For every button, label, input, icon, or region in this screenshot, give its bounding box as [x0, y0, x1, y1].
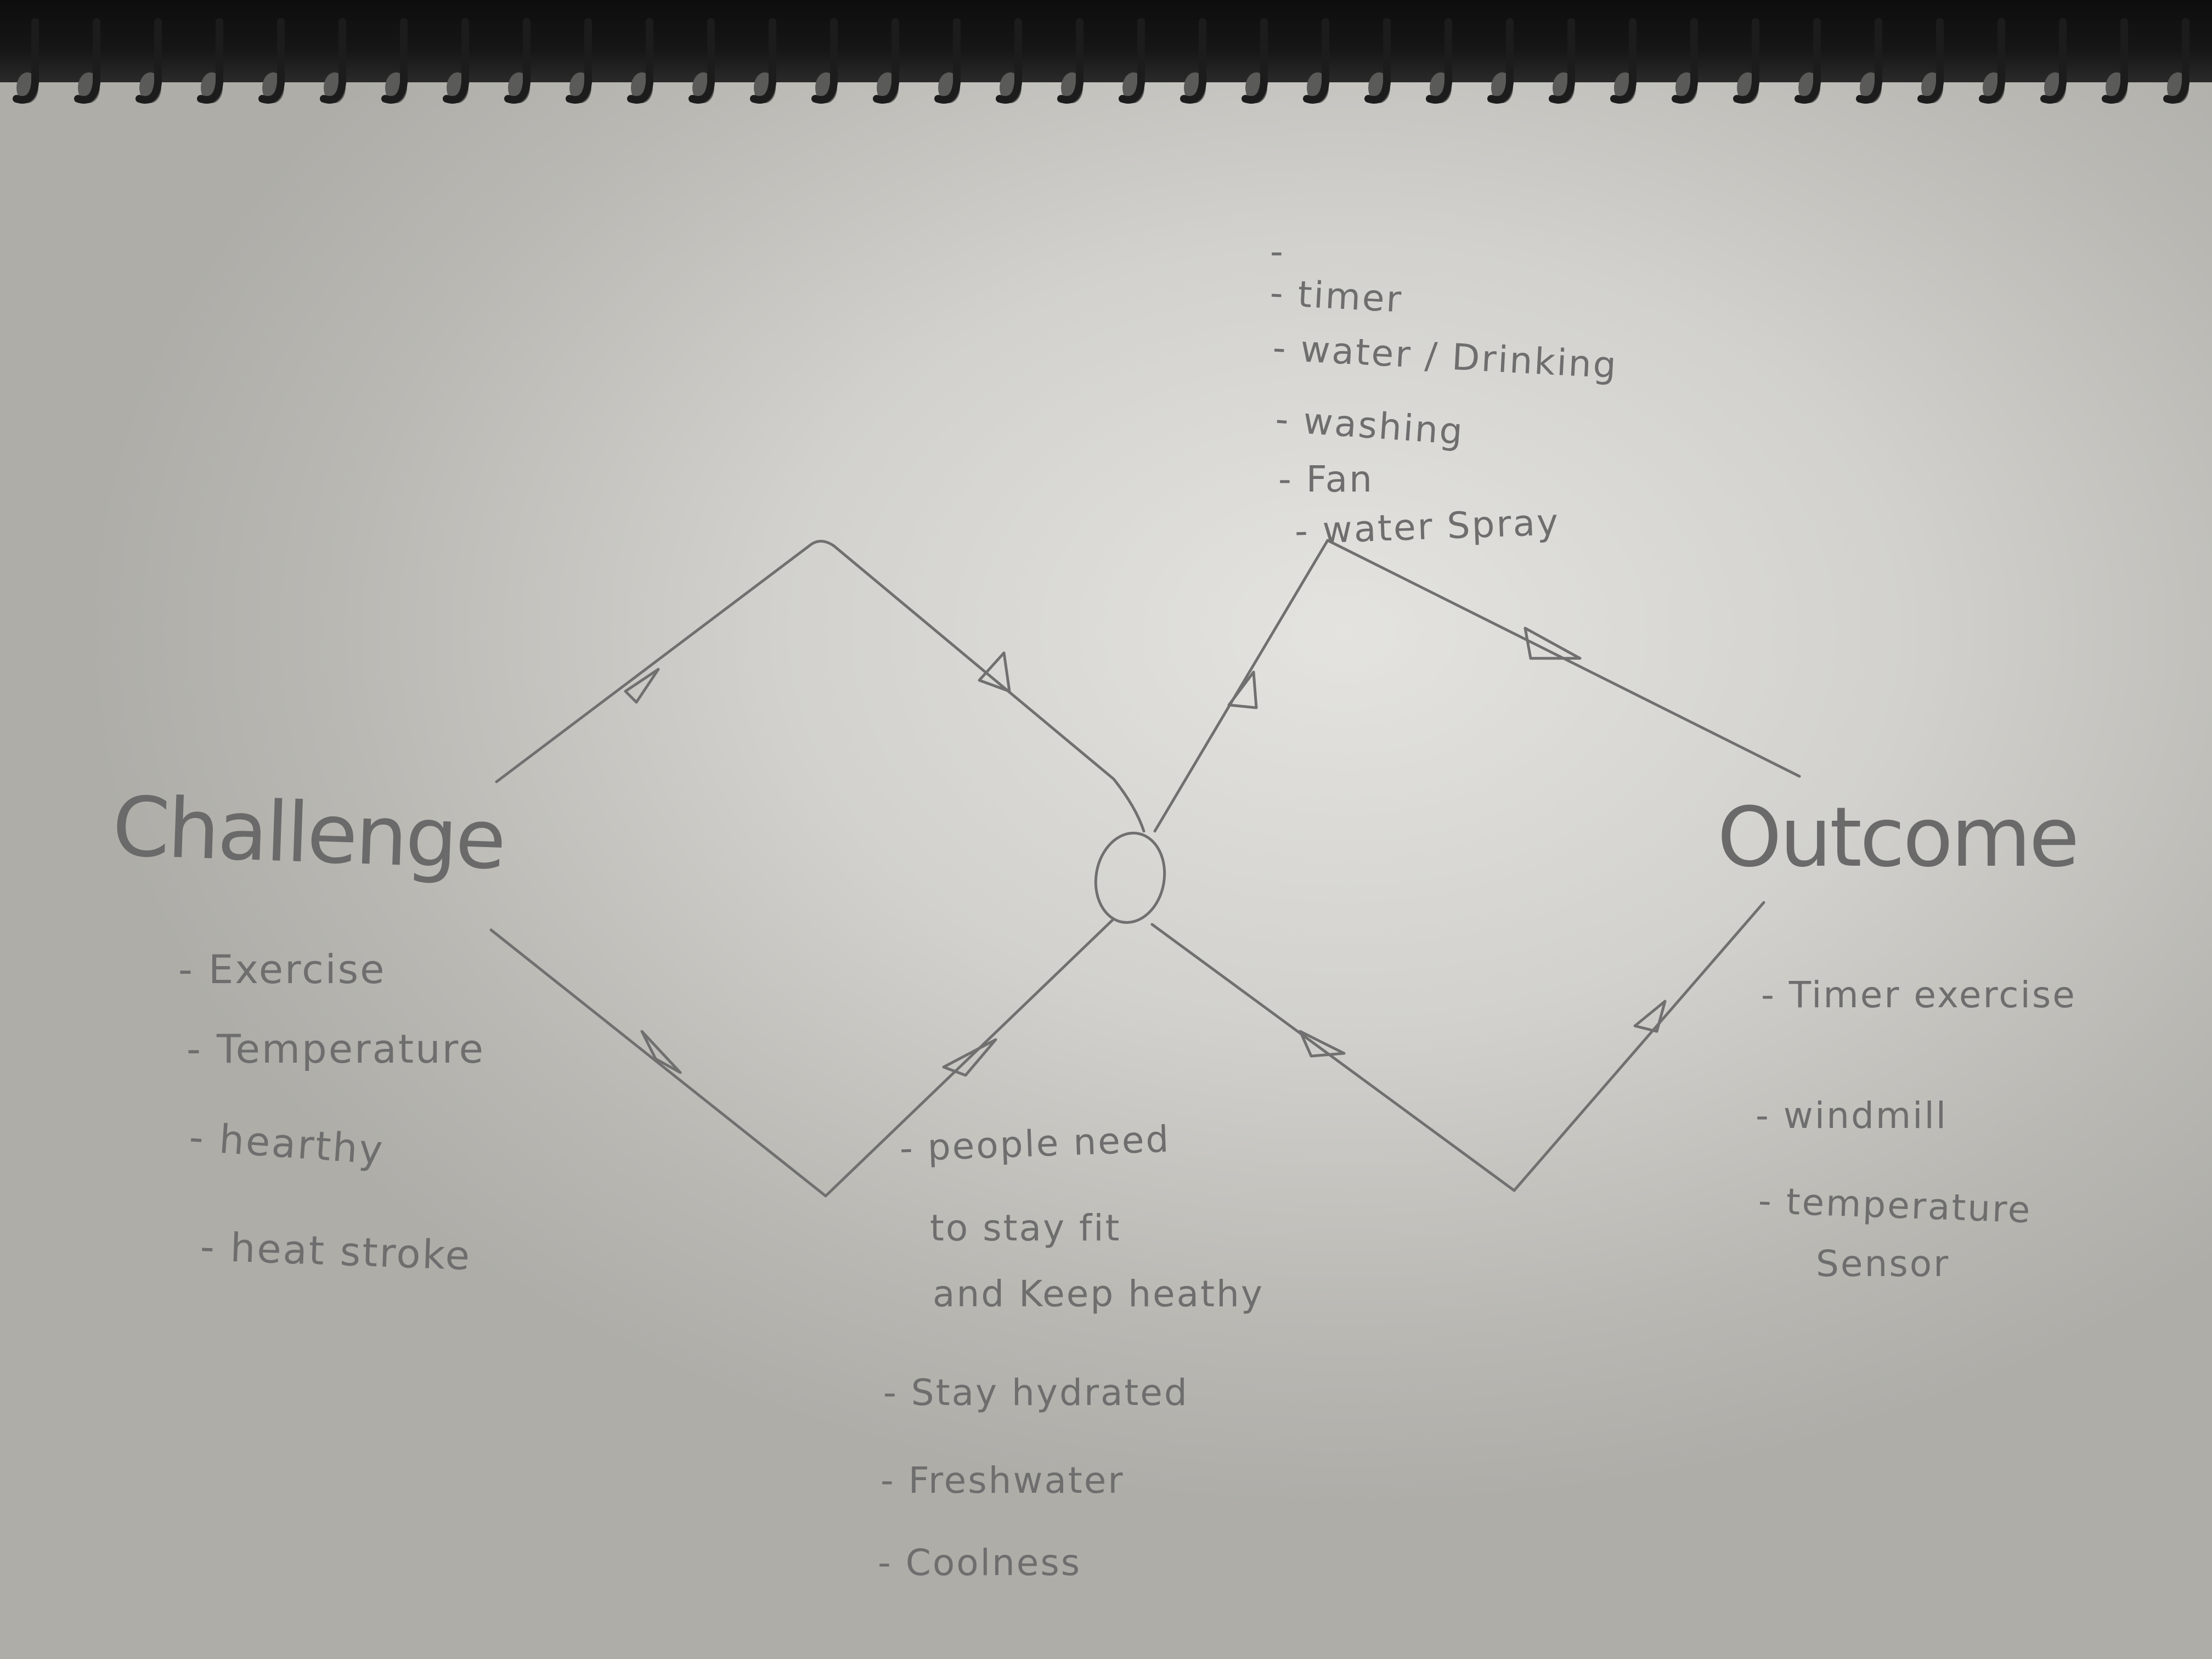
challenge-item-heat-stroke: - heat stroke — [199, 1223, 472, 1279]
binding-ring — [811, 18, 838, 104]
challenge-item-exercise: - Exercise — [178, 946, 386, 992]
sketchbook-paper — [0, 82, 2212, 1659]
idea-item-fan: - Fan — [1278, 458, 1374, 500]
arrowhead-icon — [1523, 627, 1582, 660]
left-diamond-lower-left-edge — [489, 928, 827, 1198]
binding-ring — [1303, 18, 1329, 104]
binding-ring — [197, 18, 223, 104]
binding-ring — [136, 18, 162, 104]
binding-ring — [750, 18, 776, 104]
binding-ring — [1426, 18, 1452, 104]
binding-ring — [1672, 18, 1698, 104]
arrowhead-icon — [942, 1038, 997, 1077]
middle-note-line-2: to stay fit — [930, 1207, 1121, 1249]
binding-ring — [1242, 18, 1268, 104]
binding-ring — [627, 18, 653, 104]
idea-item-blank: - — [1270, 230, 1285, 273]
binding-ring — [381, 18, 408, 104]
binding-ring — [1979, 18, 2005, 104]
right-diamond-lower-right-edge — [1513, 901, 1765, 1192]
binding-ring — [1610, 18, 1637, 104]
outcome-title: Outcome — [1717, 790, 2080, 885]
binding-ring — [504, 18, 531, 104]
binding-ring — [1364, 18, 1391, 104]
binding-ring — [13, 18, 39, 104]
binding-ring — [320, 18, 346, 104]
binding-ring — [2040, 18, 2067, 104]
right-diamond-upper-left-edge — [1153, 539, 1329, 833]
binding-ring — [74, 18, 100, 104]
middle-item-stay-hydrated: - Stay hydrated — [883, 1372, 1189, 1414]
binding-ring — [873, 18, 899, 104]
middle-note-line-3: and Keep heathy — [933, 1273, 1264, 1315]
challenge-item-temperature: - Temperature — [187, 1026, 485, 1072]
arrowhead-icon — [1633, 1000, 1667, 1033]
binding-ring — [1856, 18, 1882, 104]
binding-ring — [1549, 18, 1575, 104]
binding-ring — [1487, 18, 1514, 104]
left-diamond-lower-right-edge — [824, 917, 1115, 1198]
binding-ring — [1917, 18, 1944, 104]
binding-ring — [1057, 18, 1084, 104]
outcome-item-timer-exercise: - Timer exercise — [1761, 974, 2076, 1016]
binding-ring — [1795, 18, 1821, 104]
binding-ring — [1119, 18, 1145, 104]
binding-ring — [443, 18, 469, 104]
left-diamond-upper-left-edge — [495, 544, 811, 783]
binding-ring — [996, 18, 1022, 104]
outcome-item-windmill: - windmill — [1756, 1094, 1948, 1137]
middle-item-freshwater: - Freshwater — [881, 1459, 1125, 1502]
arrowhead-icon — [978, 651, 1011, 693]
left-diamond-top-corner — [808, 540, 836, 548]
idea-item-timer: - timer — [1268, 272, 1404, 321]
arrowhead-icon — [624, 668, 660, 704]
binding-ring — [1180, 18, 1206, 104]
arrowhead-icon — [640, 1030, 682, 1074]
binding-ring — [1733, 18, 1759, 104]
spiral-binding — [13, 18, 2190, 104]
binding-ring — [258, 18, 285, 104]
right-diamond-lower-left-edge — [1150, 923, 1516, 1192]
outcome-item-sensor: Sensor — [1816, 1243, 1950, 1285]
middle-item-coolness: - Coolness — [878, 1542, 1082, 1584]
arrowhead-icon — [1227, 670, 1258, 709]
binding-ring — [934, 18, 961, 104]
left-diamond-upper-right-edge — [832, 544, 1146, 833]
challenge-title: Challenge — [110, 779, 506, 888]
binding-ring — [566, 18, 592, 104]
arrowhead-icon — [1299, 1030, 1346, 1058]
center-node-oval — [1094, 832, 1166, 924]
binding-ring — [2163, 18, 2190, 104]
binding-ring — [2102, 18, 2128, 104]
binding-ring — [689, 18, 715, 104]
